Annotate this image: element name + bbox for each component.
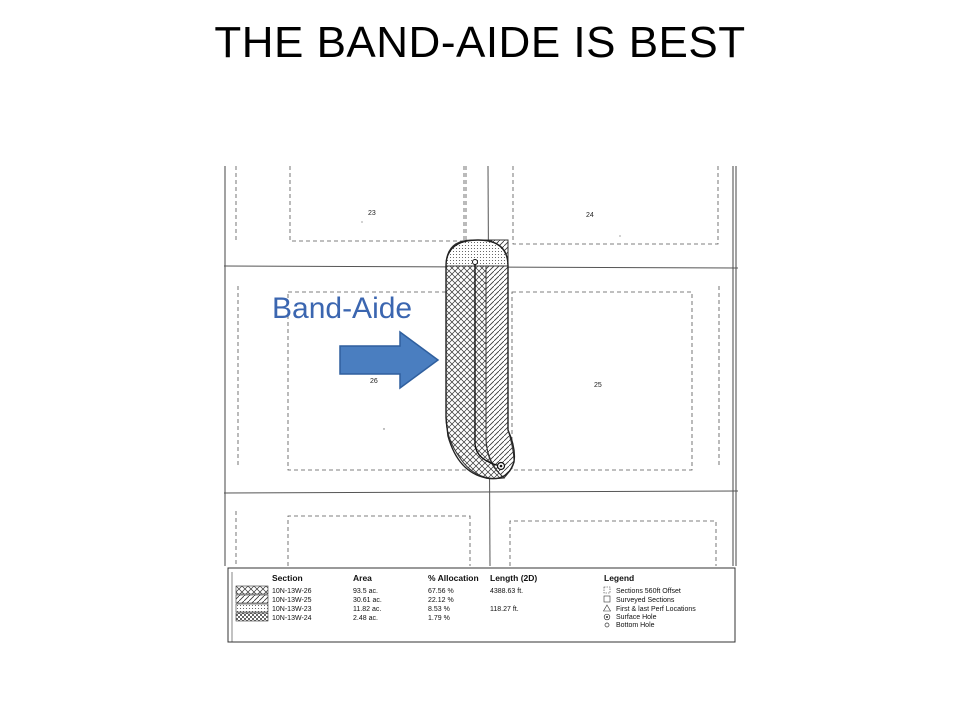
- checker-icon: [235, 612, 269, 622]
- band-aide-buffer: [445, 239, 516, 480]
- row-section: 10N-13W-25: [272, 597, 312, 604]
- legend-item-label: Bottom Hole: [616, 622, 655, 629]
- row-area: 2.48 ac.: [353, 615, 378, 622]
- plat-map-drawing: 23 24 26 25 Section Area % Allocation Le…: [224, 166, 738, 643]
- section-line-horizontal-2: [224, 490, 738, 494]
- allocation-table: Section Area % Allocation Length (2D) Le…: [227, 567, 736, 643]
- legend-item-label: Surface Hole: [616, 614, 657, 621]
- table-row: 10N-13W-23 11.82 ac. 8.53 % 118.27 ft.: [272, 606, 519, 613]
- row-allocation: 1.79 %: [428, 615, 450, 622]
- section-number-25: 25: [594, 382, 602, 389]
- section-number-26: 26: [370, 378, 378, 385]
- square-icon: [603, 595, 611, 603]
- table-row: 10N-13W-26 93.5 ac. 67.56 % 4388.63 ft.: [272, 588, 523, 595]
- row-allocation: 67.56 %: [428, 588, 454, 595]
- legend-item-label: Surveyed Sections: [616, 597, 675, 604]
- legend-item-label: Sections 560ft Offset: [616, 588, 681, 595]
- row-area: 93.5 ac.: [353, 588, 378, 595]
- diagonal-hatch-icon: [235, 594, 269, 604]
- row-section: 10N-13W-26: [272, 588, 312, 595]
- legend-item-label: First & last Perf Locations: [616, 606, 696, 613]
- row-section: 10N-13W-23: [272, 606, 312, 613]
- triangle-icon: [602, 604, 612, 612]
- crosshatch-icon: [235, 585, 269, 595]
- small-circle-icon: [604, 622, 610, 628]
- header-legend: Legend: [604, 573, 634, 583]
- plat-map: 23 24 26 25 Section Area % Allocation Le…: [224, 166, 738, 644]
- diagonal-area-25: [485, 239, 515, 479]
- wellbore-path: [474, 262, 501, 467]
- bottom-hole-marker: [472, 259, 478, 265]
- row-section: 10N-13W-24: [272, 615, 312, 622]
- table-row: 10N-13W-24 2.48 ac. 1.79 %: [272, 615, 450, 622]
- band-aide-callout-label: Band-Aide: [272, 292, 413, 325]
- dashed-square-icon: [603, 586, 611, 594]
- row-allocation: 22.12 %: [428, 597, 454, 604]
- right-arrow-icon: [339, 330, 440, 390]
- header-length: Length (2D): [490, 573, 537, 583]
- table-row: 10N-13W-25 30.61 ac. 22.12 %: [272, 597, 454, 604]
- row-length: 4388.63 ft.: [490, 588, 523, 595]
- offset-sections: [235, 166, 720, 566]
- slide-title: THE BAND-AIDE IS BEST: [214, 18, 746, 67]
- row-area: 11.82 ac.: [353, 606, 381, 613]
- dots-icon: [235, 603, 269, 613]
- header-allocation: % Allocation: [428, 573, 479, 583]
- target-circle-icon: [603, 613, 611, 621]
- header-section: Section: [272, 573, 303, 583]
- row-area: 30.61 ac.: [353, 597, 382, 604]
- header-area: Area: [353, 573, 372, 583]
- section-number-24: 24: [586, 212, 594, 219]
- row-allocation: 8.53 %: [428, 606, 450, 613]
- section-number-23: 23: [368, 210, 376, 217]
- row-length: 118.27 ft.: [490, 606, 519, 613]
